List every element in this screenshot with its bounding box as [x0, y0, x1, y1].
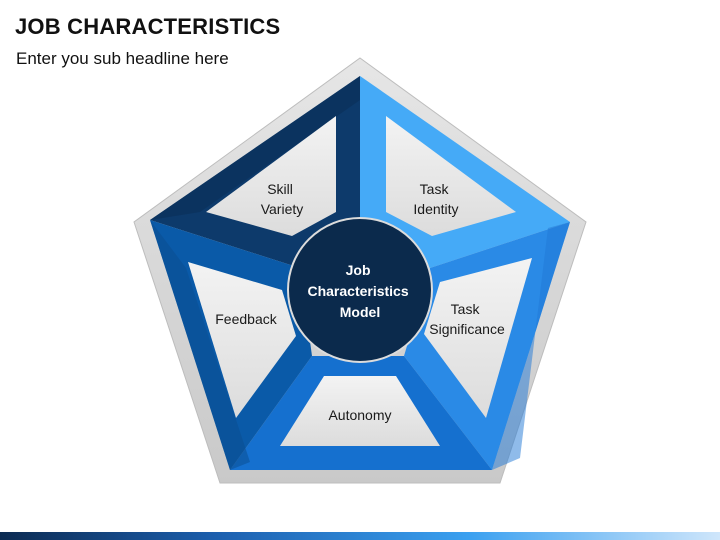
- panel-task-significance: [424, 258, 532, 418]
- label-task-significance: Task Significance: [429, 301, 505, 337]
- shade-skill-variety: [150, 76, 360, 220]
- label-task-identity-line-2: Identity: [413, 201, 458, 217]
- panel-skill-variety: [206, 116, 336, 236]
- center-label-line-1: Job: [346, 262, 371, 278]
- label-skill-variety-line-1: Skill: [267, 181, 293, 197]
- panel-feedback: [188, 262, 296, 418]
- center-label-line-3: Model: [340, 304, 380, 320]
- label-task-identity: Task Identity: [413, 181, 458, 217]
- center-circle: [287, 217, 433, 363]
- panel-autonomy: [280, 376, 440, 446]
- label-autonomy: Autonomy: [328, 407, 391, 423]
- shade-feedback: [150, 220, 250, 470]
- label-autonomy-line-1: Autonomy: [328, 407, 391, 423]
- label-task-significance-line-1: Task: [451, 301, 481, 317]
- shade-task-significance: [492, 222, 570, 470]
- page-title: JOB CHARACTERISTICS: [15, 14, 281, 39]
- label-feedback: Feedback: [215, 311, 277, 327]
- label-feedback-line-1: Feedback: [215, 311, 277, 327]
- label-task-significance-line-2: Significance: [429, 321, 505, 337]
- center-label: Job Characteristics Model: [307, 262, 412, 320]
- page-subtitle: Enter you sub headline here: [16, 49, 229, 68]
- label-skill-variety: Skill Variety: [261, 181, 304, 217]
- label-task-identity-line-1: Task: [420, 181, 450, 197]
- panel-task-identity: [386, 116, 516, 236]
- center-label-line-2: Characteristics: [307, 283, 408, 299]
- footer-gradient-bar: [0, 532, 720, 540]
- label-skill-variety-line-2: Variety: [261, 201, 304, 217]
